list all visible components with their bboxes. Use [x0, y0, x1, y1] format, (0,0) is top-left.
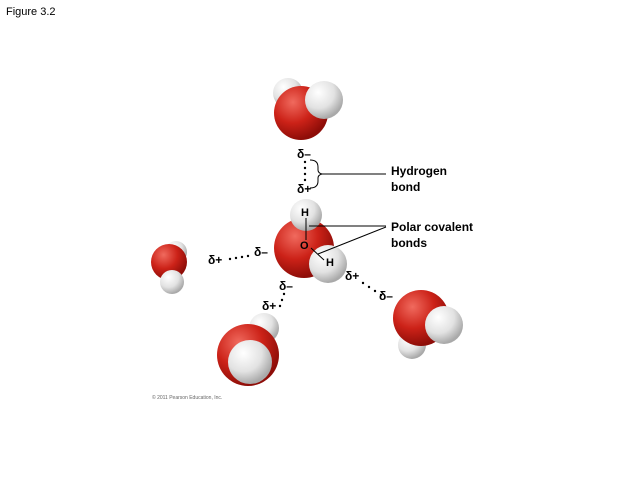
- water-molecule-center: H O H: [274, 199, 347, 283]
- hydrogen-atom: [160, 270, 184, 294]
- hydrogen-atom: [228, 340, 272, 384]
- water-molecule-top: [273, 78, 343, 140]
- oxygen-atom: [151, 244, 187, 280]
- charge-delta-minus-right: δ–: [379, 289, 393, 303]
- hydrogen-bond-label-line2: bond: [391, 180, 420, 194]
- hydrogen-label-top: H: [301, 207, 309, 219]
- hydrogen-bond-label-line1: Hydrogen: [391, 164, 447, 178]
- water-molecule-bottom: [217, 313, 279, 386]
- polar-bond-pointer-2: [317, 226, 387, 255]
- polar-bonds-label-line1: Polar covalent: [391, 220, 473, 234]
- figure-label: Figure 3.2: [6, 6, 56, 18]
- hydrogen-label-right: H: [326, 257, 334, 269]
- water-molecule-left: [151, 241, 187, 294]
- charge-delta-plus-left: δ+: [208, 253, 222, 267]
- oxygen-label: O: [300, 240, 309, 252]
- charge-delta-minus-bottom: δ–: [279, 279, 293, 293]
- charge-delta-plus-top: δ+: [297, 182, 311, 196]
- bond-line: [310, 247, 325, 261]
- charge-delta-minus-top: δ–: [297, 147, 311, 161]
- charge-delta-minus-left: δ–: [254, 245, 268, 259]
- hydrogen-bond-dots: [228, 160, 383, 308]
- hydrogen-atom: [425, 306, 463, 344]
- water-molecule-right: [393, 290, 463, 359]
- hydrogen-atom: [305, 81, 343, 119]
- charge-delta-plus-right: δ+: [345, 269, 359, 283]
- hydrogen-atom: [290, 199, 322, 231]
- charge-delta-plus-bottom: δ+: [262, 299, 276, 313]
- polar-bonds-label-line2: bonds: [391, 236, 427, 250]
- hydrogen-bond-bracket: [309, 159, 323, 189]
- copyright-text: © 2011 Pearson Education, Inc.: [152, 394, 222, 401]
